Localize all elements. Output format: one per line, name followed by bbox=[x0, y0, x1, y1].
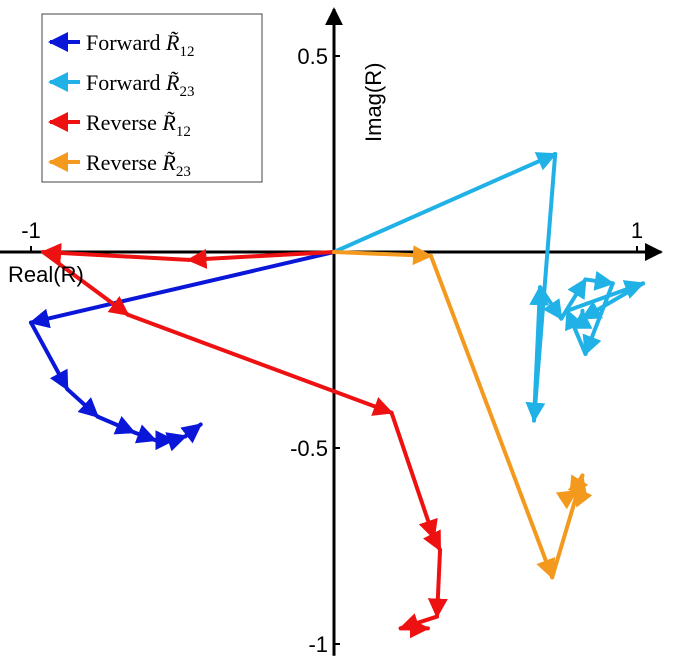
tick-labels: -1 1 0.5 -0.5 -1 bbox=[21, 44, 643, 657]
series-arrow-segment bbox=[583, 270, 615, 291]
series-arrow-segment bbox=[125, 312, 394, 416]
series-arrow-segment bbox=[180, 422, 203, 444]
series-arrow-segment bbox=[95, 414, 137, 435]
series-arrow-segment bbox=[565, 308, 588, 356]
series-arrow-segment bbox=[132, 424, 158, 444]
y-tick-label: -0.5 bbox=[290, 436, 328, 461]
series-arrow-segment bbox=[332, 245, 433, 266]
series-3 bbox=[41, 242, 448, 639]
series-arrow-segment bbox=[65, 387, 100, 419]
series-arrow-segment bbox=[29, 320, 70, 392]
series-arrow-segment bbox=[186, 248, 336, 269]
series-arrow-segment bbox=[41, 242, 191, 263]
legend-item: Forward R̃12 bbox=[48, 30, 195, 60]
y-tick-label: 0.5 bbox=[297, 44, 328, 69]
series-arrow-segment bbox=[580, 281, 646, 321]
legend-item: Reverse R̃12 bbox=[48, 110, 191, 140]
series-1 bbox=[29, 250, 336, 452]
legend-item: Reverse R̃23 bbox=[48, 150, 191, 180]
series-arrow-segment bbox=[427, 547, 448, 619]
series-arrow-segment bbox=[41, 250, 130, 317]
x-tick-label: 1 bbox=[631, 218, 643, 243]
series-arrow-segment bbox=[428, 253, 556, 580]
y-axis-label: Imag(R) bbox=[361, 63, 386, 142]
x-tick-label: -1 bbox=[21, 218, 41, 243]
series-arrow-segment bbox=[571, 485, 593, 508]
series-arrow-segment bbox=[332, 152, 558, 254]
series-4 bbox=[332, 245, 593, 580]
series-2 bbox=[332, 152, 646, 423]
y-tick-label: -1 bbox=[308, 632, 328, 657]
series-group bbox=[29, 152, 646, 639]
series-arrow-segment bbox=[529, 285, 550, 423]
legend-label: Forward R̃23 bbox=[86, 70, 195, 100]
series-arrow-segment bbox=[29, 250, 336, 329]
series-arrow-segment bbox=[538, 285, 564, 321]
series-arrow-segment bbox=[565, 280, 646, 313]
legend-label: Forward R̃12 bbox=[86, 30, 195, 60]
series-arrow-segment bbox=[422, 529, 443, 552]
legend-label: Reverse R̃23 bbox=[86, 150, 191, 180]
series-arrow-segment bbox=[389, 410, 438, 541]
legend-item: Forward R̃23 bbox=[48, 70, 195, 100]
x-axis-label: Real(R) bbox=[8, 262, 84, 287]
legend-label: Reverse R̃12 bbox=[86, 110, 191, 140]
